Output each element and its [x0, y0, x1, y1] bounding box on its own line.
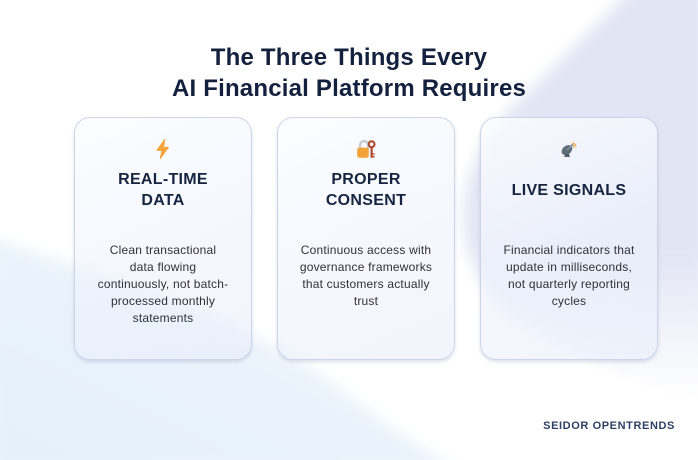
- card-body: Financial indicators that update in mill…: [503, 243, 635, 308]
- page-title-line-2: AI Financial Platform Requires: [171, 75, 527, 103]
- card-live-signals: LIVE SIGNALS Financial indicators that u…: [480, 117, 658, 360]
- card-heading: REAL-TIME DATA: [118, 171, 208, 209]
- card-heading: PROPER CONSENT: [325, 171, 407, 209]
- locked-with-key-icon: [354, 138, 378, 160]
- card-proper-consent: PROPER CONSENT Continuous access with go…: [277, 117, 455, 360]
- page-title-line-1: The Three Things Every: [210, 44, 488, 72]
- satellite-antenna-icon: [558, 138, 580, 160]
- card-body: Continuous access with governance framew…: [299, 243, 433, 308]
- card-body: Clean transactional data flowing continu…: [97, 243, 229, 325]
- lightning-bolt-icon: [152, 138, 174, 160]
- card-real-time-data: REAL-TIME DATA Clean transactional data …: [74, 117, 252, 360]
- footer-brand: SEIDOR OPENTRENDS: [543, 420, 675, 432]
- page-title: The Three Things Every AI Financial Plat…: [0, 42, 698, 104]
- cards-row: REAL-TIME DATA Clean transactional data …: [74, 117, 658, 360]
- card-heading: LIVE SIGNALS: [511, 181, 627, 199]
